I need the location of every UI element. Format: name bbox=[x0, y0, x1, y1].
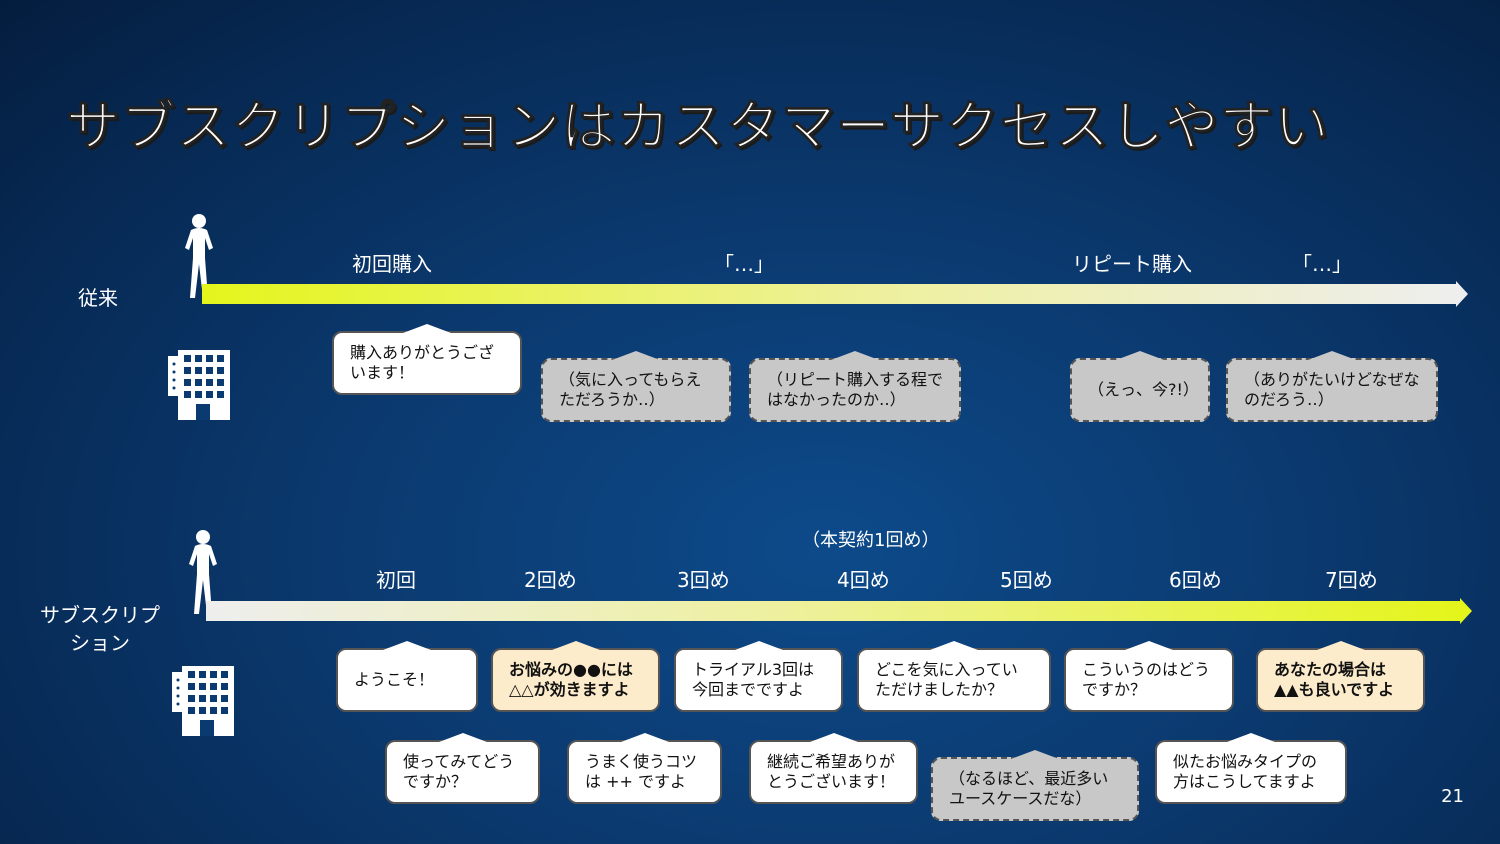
speech-bubble: 継続ご希望ありがとうございます！ bbox=[749, 733, 918, 804]
row-label-traditional: 従来 bbox=[78, 286, 118, 310]
page-title: サブスクリプションはカスタマーサクセスしやすい bbox=[65, 95, 1330, 159]
stage-label: 初回購入 bbox=[352, 252, 432, 276]
building-icon bbox=[172, 666, 234, 736]
speech-bubble: どこを気に入っていただけましたか？ bbox=[857, 641, 1051, 712]
building-icon bbox=[168, 350, 230, 420]
speech-bubble: お悩みの●●には△△が効きますよ bbox=[491, 641, 660, 712]
speech-bubble: 似たお悩みタイプの方はこうしてますよ bbox=[1155, 733, 1347, 804]
timeline-bar-traditional bbox=[202, 281, 1468, 307]
speech-bubble: 使ってみてどうですか？ bbox=[385, 733, 540, 804]
stage-label: 3回め bbox=[677, 568, 730, 592]
stage-label: 初回 bbox=[376, 568, 416, 592]
speech-bubble: うまく使うコツは ++ ですよ bbox=[567, 733, 722, 804]
thought-bubble: （えっ、今?!） bbox=[1070, 351, 1210, 422]
speech-bubble: こういうのはどうですか？ bbox=[1064, 641, 1234, 712]
thought-bubble: （ありがたいけどなぜなのだろう‥） bbox=[1226, 351, 1438, 422]
stage-label: 6回め bbox=[1169, 568, 1222, 592]
speech-bubble: トライアル3回は今回までですよ bbox=[674, 641, 843, 712]
stage-label: リピート購入 bbox=[1072, 252, 1192, 276]
thought-bubble: （なるほど、最近多いユースケースだな） bbox=[931, 750, 1139, 821]
person-icon bbox=[185, 214, 213, 298]
stage-label: 「…」 bbox=[714, 252, 774, 276]
row-label-line: ション bbox=[70, 631, 130, 655]
person-icon bbox=[189, 530, 217, 614]
stage-label: 2回め bbox=[524, 568, 577, 592]
stage-label: 「…」 bbox=[1292, 252, 1352, 276]
timeline-bar-subscription bbox=[206, 598, 1472, 624]
stage-label: 7回め bbox=[1325, 568, 1378, 592]
speech-bubble: 購入ありがとうございます！ bbox=[332, 324, 522, 395]
page-number: 21 bbox=[1441, 786, 1464, 807]
contract-note: （本契約1回め） bbox=[802, 530, 940, 551]
speech-bubble: ようこそ！ bbox=[336, 641, 478, 712]
row-label-subscription: サブスクリプ ション bbox=[30, 601, 170, 657]
thought-bubble: （気に入ってもらえただろうか‥） bbox=[541, 351, 731, 422]
stage-label: 4回め bbox=[837, 568, 890, 592]
row-label-line: サブスクリプ bbox=[40, 603, 160, 627]
stage-label: 5回め bbox=[1000, 568, 1053, 592]
speech-bubble: あなたの場合は▲▲も良いですよ bbox=[1256, 641, 1425, 712]
thought-bubble: （リピート購入する程ではなかったのか‥） bbox=[749, 351, 961, 422]
